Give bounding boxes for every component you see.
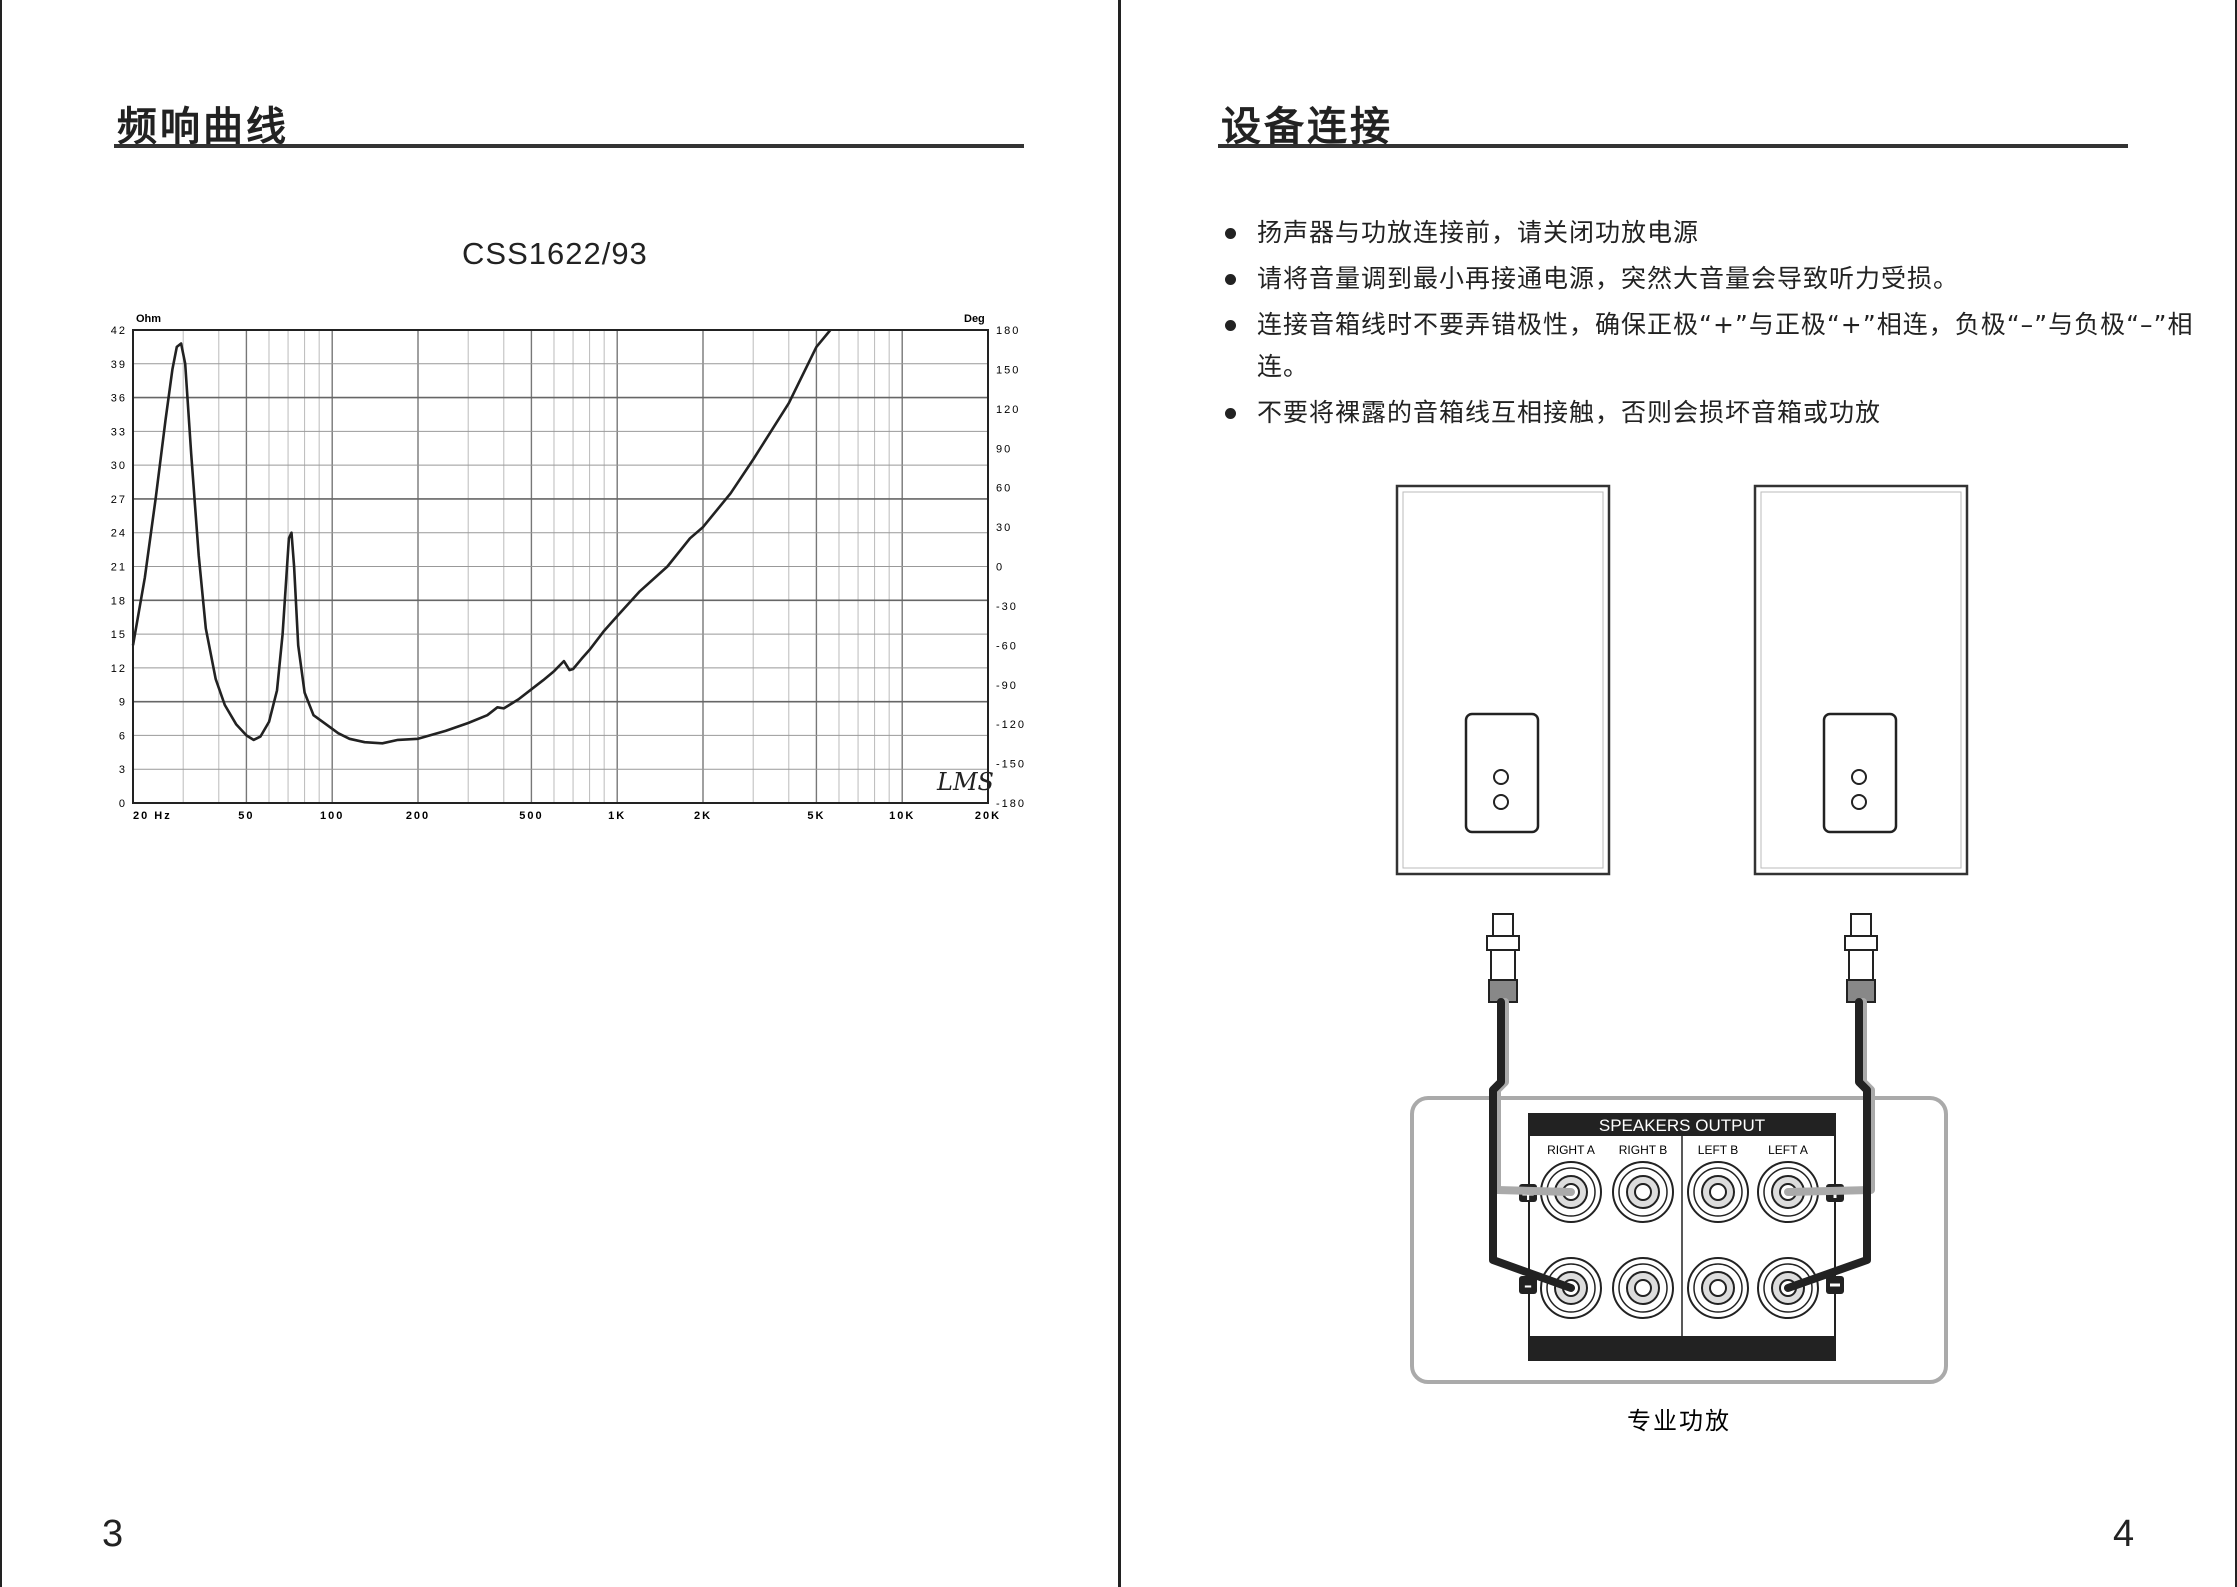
channel-label: LEFT B [1698, 1143, 1738, 1157]
speaker-left-channel [1753, 484, 1969, 876]
y-tick-label: 24 [111, 528, 127, 540]
y-tick-label: 39 [111, 359, 127, 371]
panel-title: SPEAKERS OUTPUT [1599, 1116, 1765, 1135]
x-tick-label: 10K [889, 810, 915, 822]
title-rule [114, 144, 1024, 148]
instruction-item: 连接音箱线时不要弄错极性，确保正极“+”与正极“+”相连，负极“–”与负极“–”… [1221, 304, 2221, 388]
y2-tick-label: 30 [996, 522, 1012, 534]
y2-tick-label: 150 [996, 364, 1020, 376]
page-number: 4 [2113, 1513, 2135, 1555]
y2-tick-label: -150 [996, 759, 1026, 771]
y-tick-label: 15 [111, 629, 127, 641]
x-tick-label: 1K [608, 810, 626, 822]
speakers-output-panel: SPEAKERS OUTPUT RIGHT A RIGHT B LEFT B L… [1519, 1113, 1844, 1361]
page-title: 设备连接 [1221, 104, 1393, 150]
x-tick-label: 5K [807, 810, 825, 822]
y-tick-label: 9 [119, 697, 127, 709]
page-number: 3 [102, 1513, 124, 1555]
y2-tick-label: 90 [996, 443, 1012, 455]
y-tick-label: 6 [119, 730, 127, 742]
channel-label: RIGHT B [1619, 1143, 1667, 1157]
plot-frame [132, 329, 989, 804]
instruction-list: 扬声器与功放连接前，请关闭功放电源 请将音量调到最小再接通电源，突然大音量会导致… [1221, 212, 2221, 438]
y2-tick-label: 180 [996, 325, 1020, 337]
y-tick-label: 30 [111, 460, 127, 472]
y-tick-label: 21 [111, 562, 127, 574]
y-tick-label: 27 [111, 494, 127, 506]
x-tick-label: 20 Hz [133, 810, 172, 822]
y-tick-label: 42 [111, 325, 127, 337]
y-axis-label: Ohm [136, 313, 161, 325]
y2-tick-label: 60 [996, 483, 1012, 495]
y-tick-label: 12 [111, 663, 127, 675]
binding-post-negative-icon [1612, 1257, 1674, 1319]
y-tick-label: 0 [119, 798, 127, 810]
x-tick-label: 2K [694, 810, 712, 822]
y-tick-label: 3 [119, 764, 127, 776]
binding-post-positive-icon [1612, 1161, 1674, 1223]
x-tick-label: 500 [519, 810, 543, 822]
binding-post-negative-icon [1687, 1257, 1749, 1319]
amplifier-label: 专业功放 [1627, 1407, 1731, 1435]
instruction-item: 扬声器与功放连接前，请关闭功放电源 [1221, 212, 2221, 254]
y-tick-label: 33 [111, 426, 127, 438]
connection-diagram: SPEAKERS OUTPUT RIGHT A RIGHT B LEFT B L… [1395, 484, 1969, 1435]
minus-sign: – [1524, 1276, 1532, 1295]
y2-tick-label: -180 [996, 798, 1026, 810]
page-title: 频响曲线 [117, 104, 289, 150]
y-tick-label: 18 [111, 595, 127, 607]
y2-tick-label: -120 [996, 719, 1026, 731]
x-tick-label: 20K [975, 810, 1001, 822]
title-rule [1218, 144, 2128, 148]
channel-label: RIGHT A [1547, 1143, 1595, 1157]
y2-tick-label: 120 [996, 404, 1020, 416]
chart-title: CSS1622/93 [462, 236, 648, 271]
x-tick-label: 200 [406, 810, 430, 822]
minus-marker-icon [1519, 1276, 1537, 1294]
impedance-curve [131, 329, 832, 745]
speaker-cables [1489, 998, 1875, 1292]
y2-tick-label: 0 [996, 562, 1004, 574]
instruction-item: 不要将裸露的音箱线互相接触，否则会损坏音箱或功放 [1221, 392, 2221, 434]
lms-logo: LMS [936, 768, 994, 796]
channel-label: LEFT A [1768, 1143, 1808, 1157]
right-page: 设备连接 扬声器与功放连接前，请关闭功放电源 请将音量调到最小再接通电源，突然大… [1118, 0, 2237, 1587]
y2-tick-label: -60 [996, 640, 1018, 652]
y-tick-label: 36 [111, 393, 127, 405]
y2-tick-label: -90 [996, 680, 1018, 692]
y2-tick-label: -30 [996, 601, 1018, 613]
binding-post-positive-icon [1687, 1161, 1749, 1223]
instruction-item: 请将音量调到最小再接通电源，突然大音量会导致听力受损。 [1221, 258, 2221, 300]
speaker-right-channel [1395, 484, 1611, 876]
x-tick-label: 100 [320, 810, 344, 822]
speakon-plug-left [1844, 913, 1878, 1003]
speakon-plug-right [1486, 913, 1520, 1003]
y2-axis-label: Deg [964, 313, 985, 325]
x-tick-label: 50 [238, 810, 254, 822]
left-page: 频响曲线 CSS1622/93 20 Hz 50 100 200 500 1K 2K 5K 10… [0, 0, 1118, 1587]
chart-grid [133, 330, 988, 803]
